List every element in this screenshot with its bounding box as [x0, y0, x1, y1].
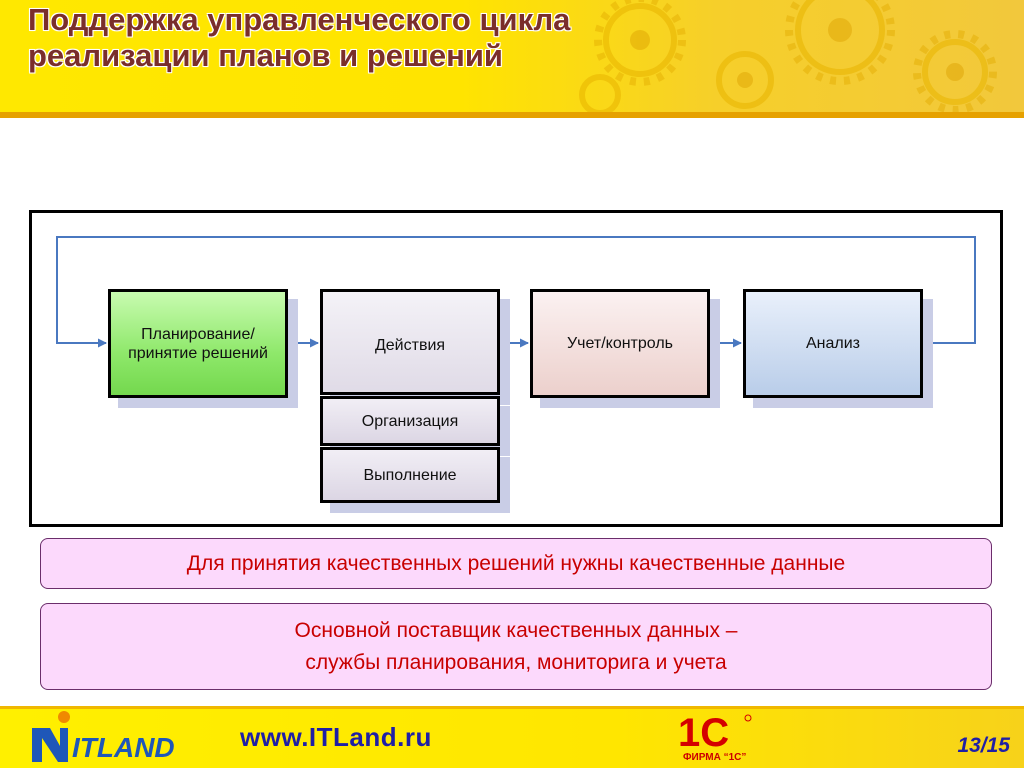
slide-footer: ITLAND www.ITLand.ru 1С ФИРМА “1С” 13/15 — [0, 706, 1024, 768]
footer-divider — [0, 706, 1024, 709]
page-number: 13/15 — [957, 734, 1010, 757]
page-title: Поддержка управленческого цикла реализац… — [28, 2, 571, 73]
box-planning-label: Планирование/ принятие решений — [128, 325, 268, 362]
data-supplier-note-line2: службы планирования, мониторига и учета — [305, 650, 727, 674]
svg-text:1С: 1С — [678, 711, 729, 752]
box-organization: Организация — [320, 396, 500, 446]
box-analysis: Анализ — [743, 289, 923, 398]
data-supplier-note-line1: Основной поставщик качественных данных – — [294, 618, 738, 642]
box-control: Учет/контроль — [530, 289, 710, 398]
box-execution-label: Выполнение — [363, 466, 457, 484]
box-actions: Действия — [320, 289, 500, 395]
site-url-link[interactable]: www.ITLand.ru — [240, 722, 432, 752]
quality-data-note-text: Для принятия качественных решений нужны … — [186, 551, 846, 575]
box-planning: Планирование/ принятие решений — [108, 289, 288, 398]
svg-text:ITLAND: ITLAND — [72, 732, 175, 763]
feedback-loop-arrow — [56, 236, 976, 348]
flow-arrows — [56, 236, 976, 348]
itland-logo-icon: ITLAND — [32, 711, 175, 763]
management-cycle-diagram: Планирование/ принятие решений Действия … — [29, 210, 1003, 527]
gears-background-icon — [579, 0, 997, 116]
firm-1c-caption: ФИРМА “1С” — [683, 752, 747, 763]
box-control-label: Учет/контроль — [567, 335, 673, 352]
slide-header: Поддержка управленческого цикла реализац… — [0, 0, 1024, 118]
data-supplier-note: Основной поставщик качественных данных –… — [40, 603, 992, 690]
box-actions-label: Действия — [374, 337, 446, 354]
box-analysis-label: Анализ — [805, 335, 860, 352]
box-execution: Выполнение — [320, 447, 500, 503]
box-organization-label: Организация — [361, 412, 459, 430]
header-divider — [0, 112, 1024, 118]
firm-1c-logo-icon: 1С — [678, 711, 752, 752]
quality-data-note: Для принятия качественных решений нужны … — [40, 538, 992, 589]
